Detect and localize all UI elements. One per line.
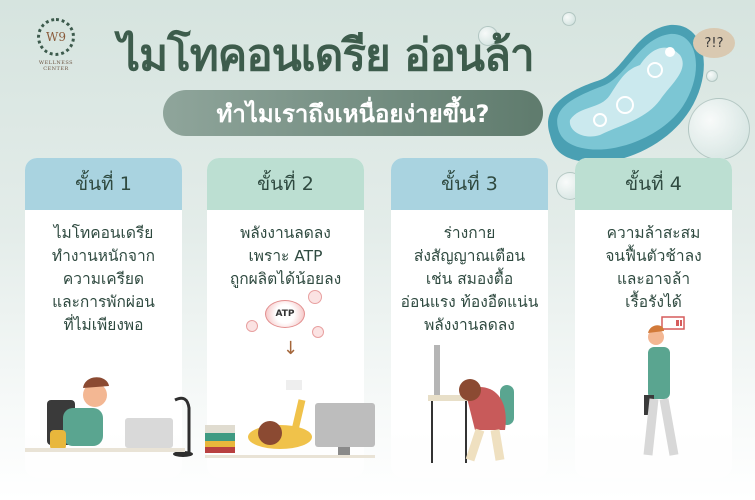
step-text: เรื้อรังได้ (625, 293, 682, 311)
atp-molecule-icon (246, 320, 258, 332)
step-text: ทำงานหนักจาก (51, 247, 156, 265)
step-text: ความล้าสะสม (606, 224, 701, 242)
logo: W9 WELLNESS CENTER (28, 18, 84, 72)
page-title: ไมโทคอนเดรีย อ่อนล้า (118, 30, 535, 81)
exhausted-worker-illustration (205, 380, 375, 458)
step-text: อ่อนแรง ท้องอืดแน่น (400, 293, 539, 311)
atp-molecule-icon (312, 326, 324, 338)
step-text: พลังงานลดลง (424, 316, 515, 334)
tired-man-laptop-illustration (25, 377, 193, 457)
step-text: จนฟื้นตัวช้าลง (605, 247, 702, 265)
atp-molecule-icon (308, 290, 322, 304)
speech-bubble: ?!? (693, 28, 735, 58)
step-text: ถูกผลิตได้น้อยลง (229, 270, 342, 288)
sleeping-woman-desk-illustration (428, 345, 514, 463)
mitochondria-illustration (548, 24, 704, 163)
step-label: ขั้นที่ 1 (25, 158, 182, 210)
step-text: ไมโทคอนเดรีย (53, 224, 154, 242)
bubble-decoration (706, 70, 718, 82)
bubble-decoration (478, 26, 498, 46)
step-text: ความเครียด (62, 270, 145, 288)
down-arrow-icon: ↓ (283, 338, 299, 359)
step-label: ขั้นที่ 3 (391, 158, 548, 210)
step-text: และอาจล้า (616, 270, 691, 288)
step-text: และการพักผ่อน (52, 293, 155, 311)
step-label: ขั้นที่ 4 (575, 158, 732, 210)
step-text: เช่น สมองตื้อ (425, 270, 514, 288)
page-subtitle: ทำไมเราถึงเหนื่อยง่ายขึ้น? (163, 90, 543, 136)
step-text: ที่ไม่เพียงพอ (63, 316, 144, 334)
step-text: ร่างกาย (443, 224, 496, 242)
logo-name: WELLNESS CENTER (38, 60, 74, 72)
step-label: ขั้นที่ 2 (207, 158, 364, 210)
bubble-decoration (562, 12, 576, 26)
step-text: พลังงานลดลง (240, 224, 331, 242)
step-text: ส่งสัญญาณเตือน (413, 247, 526, 265)
tired-walking-man-illustration (643, 316, 685, 456)
atp-badge: ATP (265, 300, 305, 328)
step-text: เพราะ ATP (248, 247, 323, 265)
logo-mark: W9 (37, 18, 75, 56)
step-card-3: ขั้นที่ 3 ร่างกาย ส่งสัญญาณเตือน เช่น สม… (391, 158, 548, 478)
low-battery-icon (661, 316, 685, 330)
